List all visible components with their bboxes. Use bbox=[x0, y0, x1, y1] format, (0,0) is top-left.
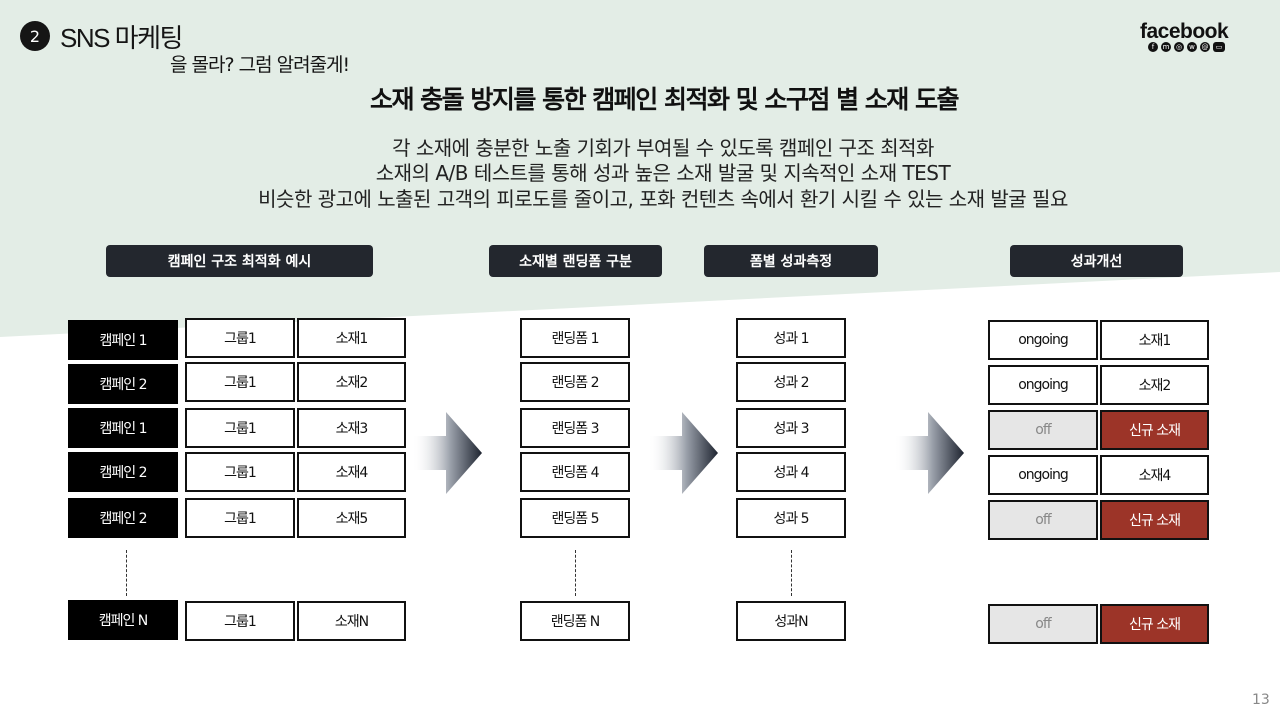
status-cell-ongoing: ongoing bbox=[988, 365, 1098, 405]
landing-form-cell: 랜딩폼 2 bbox=[520, 362, 630, 402]
status-cell-ongoing: ongoing bbox=[988, 455, 1098, 495]
arrow-right-icon bbox=[412, 412, 482, 494]
slide-headline: 소재 충돌 방지를 통한 캠페인 최적화 및 소구점 별 소재 도출 bbox=[369, 85, 960, 114]
group-cell: 그룹1 bbox=[185, 452, 295, 492]
group-cell: 그룹1 bbox=[185, 498, 295, 538]
social-icons: f m ◎ w @ ▭ bbox=[1148, 42, 1225, 52]
group-cell: 그룹1 bbox=[185, 318, 295, 358]
ellipsis-dashed-line bbox=[126, 550, 127, 596]
section-title: SNS 마케팅 bbox=[60, 23, 183, 53]
result-cell: 성과 3 bbox=[736, 408, 846, 448]
messenger-icon: m bbox=[1161, 42, 1171, 52]
group-cell: 그룹1 bbox=[185, 408, 295, 448]
group-cell: 그룹1 bbox=[185, 362, 295, 402]
campaign-cell: 캠페인 1 bbox=[68, 408, 178, 448]
campaign-cell: 캠페인 2 bbox=[68, 498, 178, 538]
facebook-icon: f bbox=[1148, 42, 1158, 52]
result-cell: 성과 4 bbox=[736, 452, 846, 492]
status-cell-off: off bbox=[988, 604, 1098, 644]
status-cell-off: off bbox=[988, 410, 1098, 450]
material-cell: 소재2 bbox=[297, 362, 406, 402]
campaign-cell: 캠페인 N bbox=[68, 600, 178, 640]
material-cell: 소재4 bbox=[1100, 455, 1209, 495]
ellipsis-dashed-line bbox=[791, 550, 792, 596]
pill-form-performance: 폼별 성과측정 bbox=[704, 245, 878, 277]
material-cell: 소재N bbox=[297, 601, 406, 641]
whatsapp-icon: w bbox=[1187, 42, 1197, 52]
material-cell: 소재2 bbox=[1100, 365, 1209, 405]
campaign-cell: 캠페인 2 bbox=[68, 452, 178, 492]
landing-form-cell: 랜딩폼 N bbox=[520, 601, 630, 641]
pill-performance-improvement: 성과개선 bbox=[1010, 245, 1183, 277]
description-line-2: 소재의 A/B 테스트를 통해 성과 높은 소재 발굴 및 지속적인 소재 TE… bbox=[375, 161, 951, 185]
threads-icon: @ bbox=[1200, 42, 1210, 52]
description-line-3: 비슷한 광고에 노출된 고객의 피로도를 줄이고, 포화 컨텐츠 속에서 환기 … bbox=[258, 187, 1068, 211]
landing-form-cell: 랜딩폼 1 bbox=[520, 318, 630, 358]
page-number: 13 bbox=[1252, 692, 1270, 708]
material-cell: 소재1 bbox=[297, 318, 406, 358]
material-cell: 소재4 bbox=[297, 452, 406, 492]
campaign-cell: 캠페인 1 bbox=[68, 320, 178, 360]
status-cell-off: off bbox=[988, 500, 1098, 540]
group-cell: 그룹1 bbox=[185, 601, 295, 641]
status-cell-ongoing: ongoing bbox=[988, 320, 1098, 360]
result-cell: 성과 5 bbox=[736, 498, 846, 538]
new-material-cell: 신규 소재 bbox=[1100, 604, 1209, 644]
section-subtitle: 을 몰라? 그럼 알려줄게! bbox=[170, 54, 350, 76]
landing-form-cell: 랜딩폼 3 bbox=[520, 408, 630, 448]
material-cell: 소재1 bbox=[1100, 320, 1209, 360]
arrow-right-icon bbox=[894, 412, 964, 494]
new-material-cell: 신규 소재 bbox=[1100, 410, 1209, 450]
campaign-cell: 캠페인 2 bbox=[68, 364, 178, 404]
pill-landing-form: 소재별 랜딩폼 구분 bbox=[489, 245, 662, 277]
facebook-logo: facebook bbox=[1140, 20, 1229, 43]
new-material-cell: 신규 소재 bbox=[1100, 500, 1209, 540]
oculus-icon: ▭ bbox=[1213, 42, 1225, 52]
result-cell: 성과N bbox=[736, 601, 846, 641]
instagram-icon: ◎ bbox=[1174, 42, 1184, 52]
section-number-badge: 2 bbox=[20, 21, 50, 51]
result-cell: 성과 1 bbox=[736, 318, 846, 358]
material-cell: 소재3 bbox=[297, 408, 406, 448]
material-cell: 소재5 bbox=[297, 498, 406, 538]
ellipsis-dashed-line bbox=[575, 550, 576, 596]
landing-form-cell: 랜딩폼 4 bbox=[520, 452, 630, 492]
result-cell: 성과 2 bbox=[736, 362, 846, 402]
description-line-1: 각 소재에 충분한 노출 기회가 부여될 수 있도록 캠페인 구조 최적화 bbox=[392, 136, 934, 160]
arrow-right-icon bbox=[648, 412, 718, 494]
pill-campaign-structure: 캠페인 구조 최적화 예시 bbox=[106, 245, 373, 277]
landing-form-cell: 랜딩폼 5 bbox=[520, 498, 630, 538]
